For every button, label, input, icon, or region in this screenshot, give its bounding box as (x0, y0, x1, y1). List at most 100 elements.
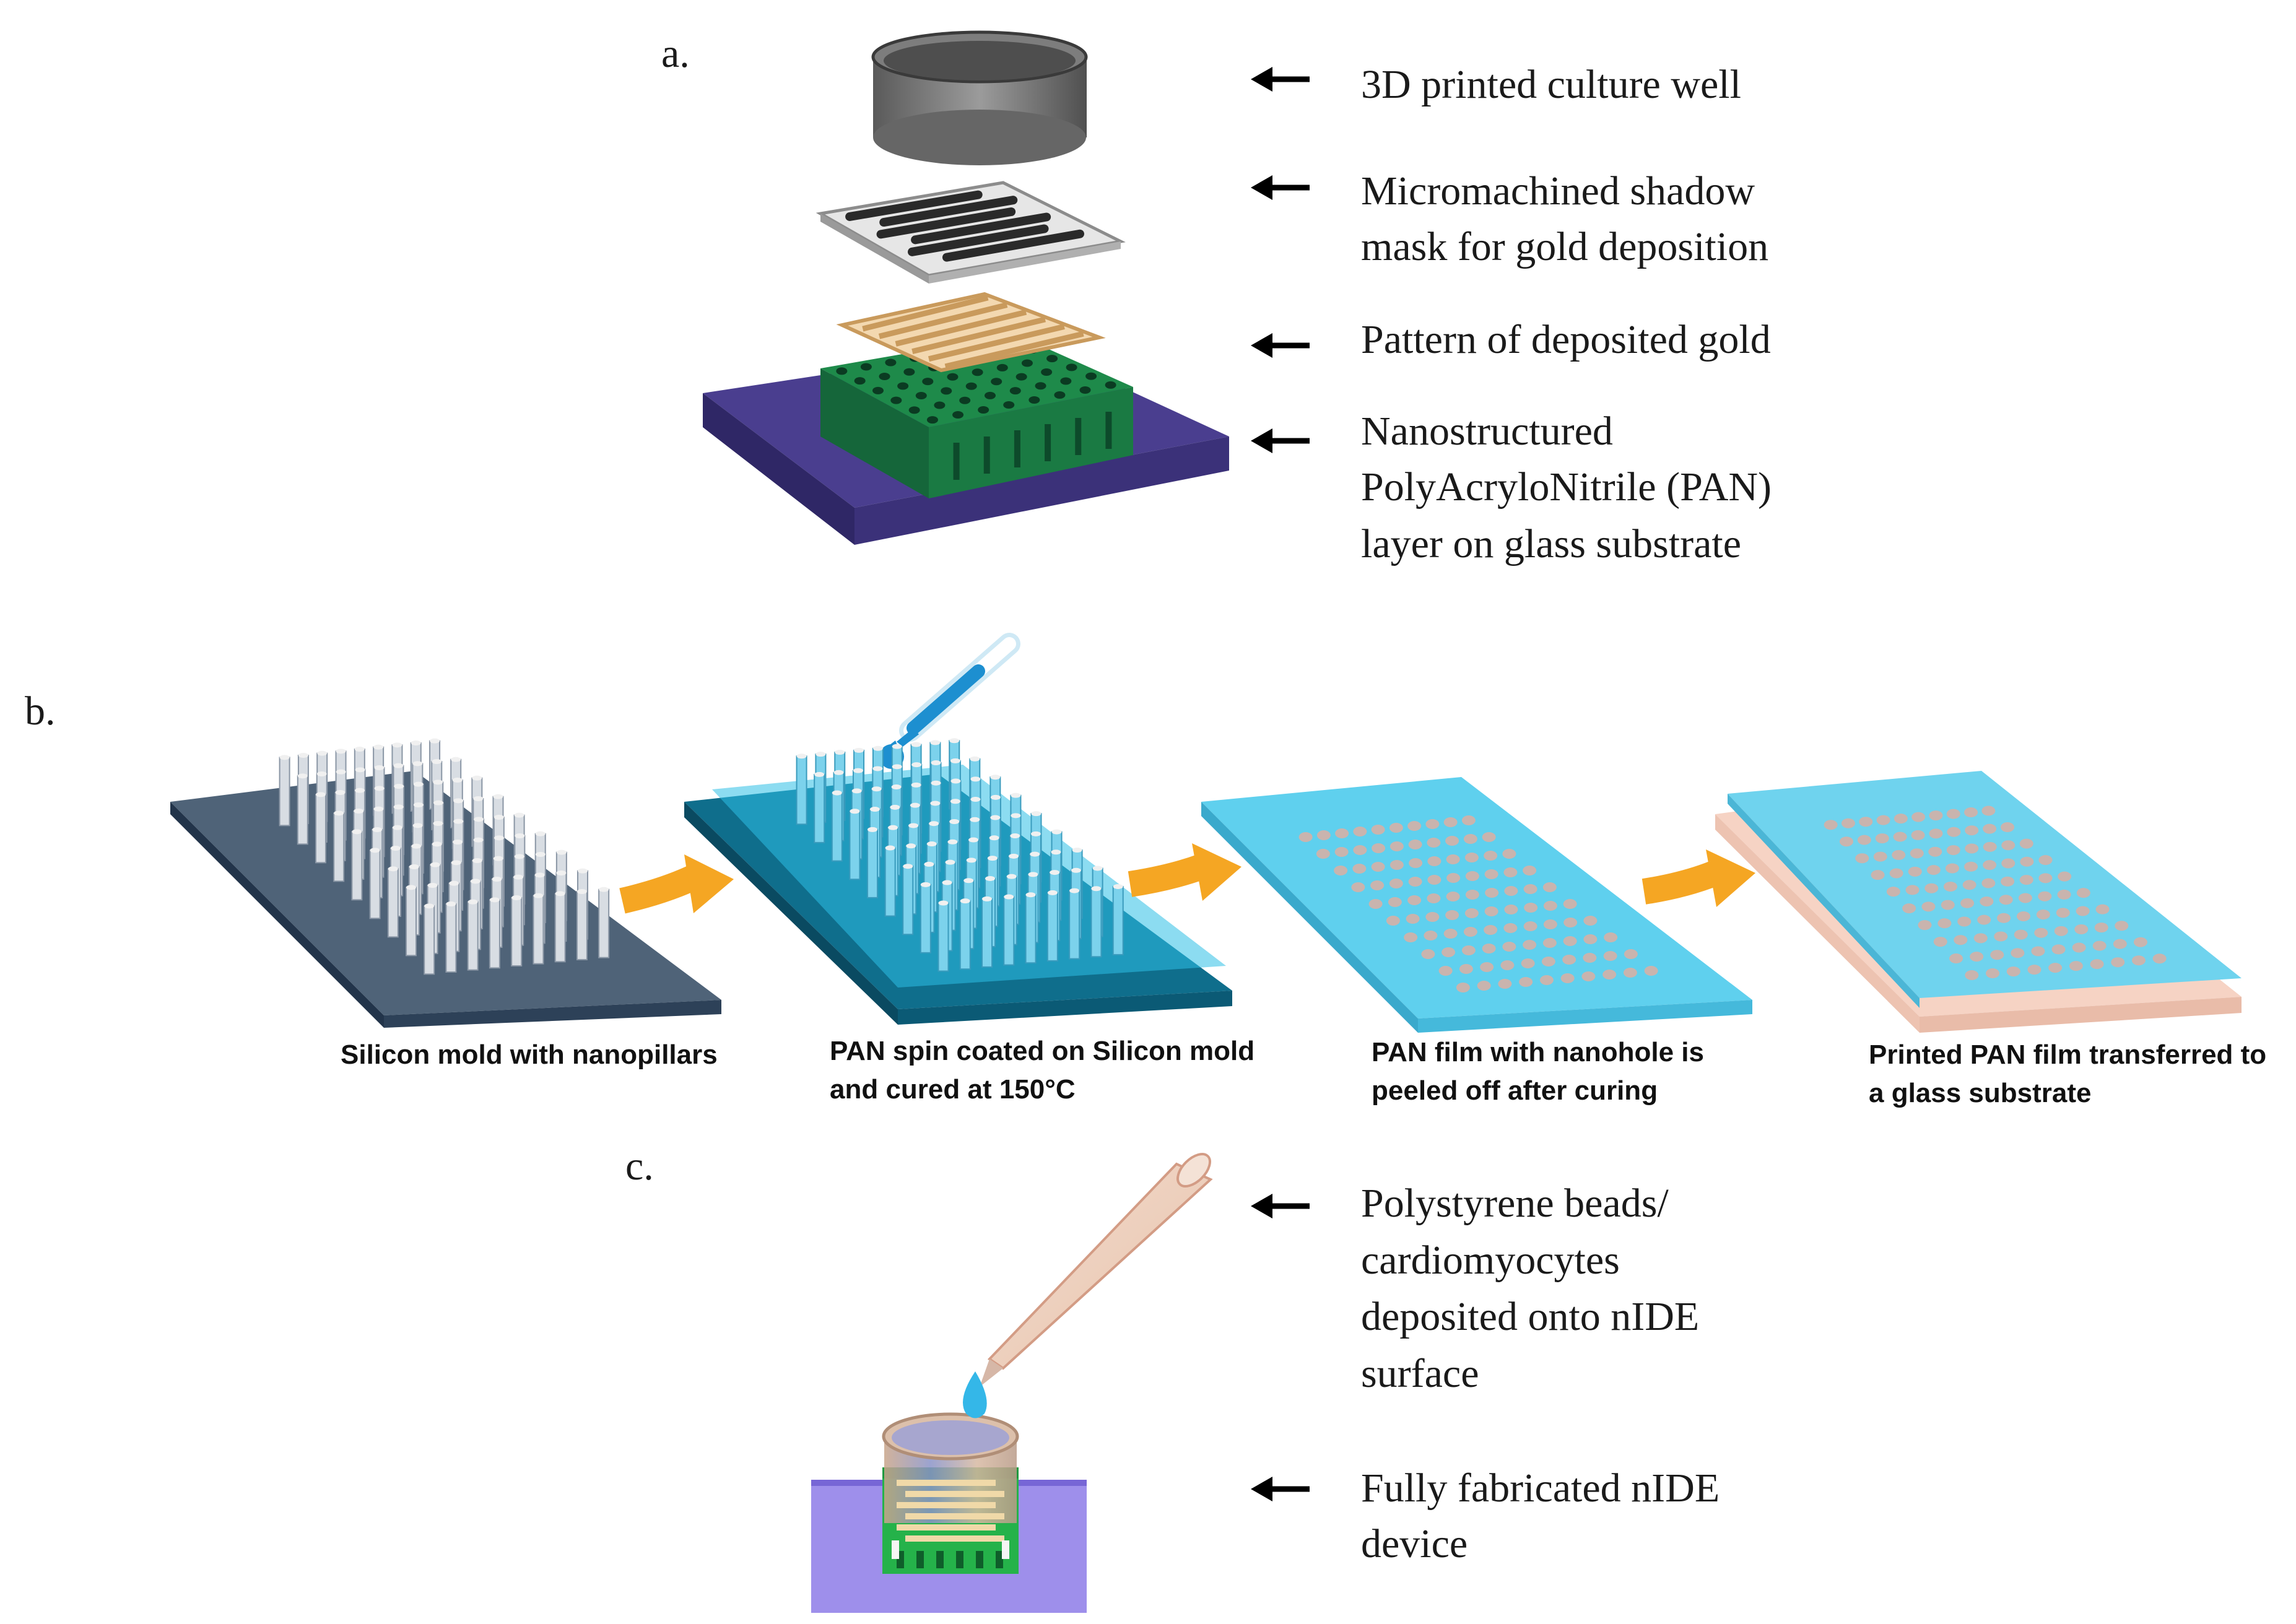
nanohole (1503, 867, 1518, 877)
nanohole (1957, 916, 1972, 927)
nanopillar (279, 757, 290, 827)
nanohole (1539, 975, 1554, 985)
nanopillar (445, 903, 457, 973)
nanohole (936, 1551, 944, 1568)
gold-finger (928, 324, 1065, 362)
nanohole (1484, 851, 1498, 861)
nanohole (996, 363, 1008, 371)
nanopillar (1025, 894, 1037, 964)
nanohole (897, 382, 909, 390)
nanopillar-top (533, 893, 544, 898)
nanohole (1855, 853, 1869, 864)
nanopillar (1069, 890, 1081, 960)
shadow-mask (815, 181, 1126, 284)
nanohole (972, 368, 983, 376)
nanopillar-top (950, 758, 960, 763)
nanohole (2020, 856, 2034, 867)
nanopillar-top (990, 775, 1001, 780)
nanohole (1407, 895, 1422, 905)
step-caption-silicon-mold: Silicon mold with nanopillars (341, 1040, 718, 1070)
nanohole (1983, 860, 1997, 871)
nanopillar-top (1047, 890, 1058, 895)
nanopillar-top (406, 885, 416, 890)
nanopillar-top (452, 778, 463, 783)
nanohole (1408, 840, 1422, 849)
nanopillar-top (872, 745, 883, 751)
nanopillar-top (556, 849, 567, 855)
nanopillar-top (966, 858, 976, 863)
nanohole (1060, 377, 1072, 385)
nanohole (1911, 812, 1926, 822)
nanopillar-top (903, 864, 913, 869)
nanohole (1388, 897, 1402, 907)
nanopillar-top (354, 747, 365, 752)
nanopillar-top (390, 846, 401, 851)
nanopillar-top (1009, 853, 1019, 859)
nanohole (956, 1551, 963, 1568)
nanohole (2001, 822, 2015, 833)
nanohole (1981, 805, 1996, 816)
nanopillar-top (835, 750, 845, 755)
nanohole (1484, 906, 1498, 916)
nanohole (1298, 832, 1313, 842)
nanohole (2076, 888, 2090, 898)
nanopillar-top (424, 903, 435, 909)
nanopillar-top (1050, 870, 1060, 875)
nanopillar-top (392, 825, 402, 830)
nanohole (1041, 368, 1053, 376)
nanohole (2048, 963, 2063, 973)
nanohole (1960, 898, 1975, 908)
nanopillar-top (931, 780, 941, 786)
nanohole (2113, 939, 2127, 949)
nanopillar (1090, 888, 1102, 958)
nanohole (1028, 396, 1040, 404)
nanopillar-top (1025, 892, 1036, 898)
nanopillar-top (372, 827, 383, 832)
nanopillar-top (412, 761, 423, 766)
nanohole (953, 443, 960, 480)
nanohole (1389, 841, 1404, 851)
nanopillar (405, 887, 417, 957)
nanohole (2076, 906, 2090, 916)
nanopillar-top (1031, 811, 1041, 817)
nanopillar-top (449, 880, 459, 886)
nanohole (2001, 858, 2016, 869)
nanopillar-top (489, 897, 500, 903)
nanopillar-top (317, 750, 328, 756)
callout-bead-deposition: Polystyrene beads/ cardiomyocytes deposi… (1361, 1181, 1710, 1396)
nanohole (1937, 918, 1952, 929)
panel-c-label: c. (625, 1144, 654, 1189)
nanohole (1334, 847, 1349, 857)
nanohole (2001, 876, 2015, 887)
nanohole (1054, 391, 1066, 399)
nanohole (1541, 957, 1555, 966)
nanopillar-top (968, 837, 979, 843)
nanopillar-array (796, 738, 1124, 972)
nanohole (1875, 833, 1889, 844)
nanohole (1604, 932, 1618, 942)
nanopillar-top (854, 747, 864, 753)
nanohole (1427, 875, 1442, 885)
nanopillar-top (990, 815, 1001, 820)
nanohole (2006, 966, 2020, 977)
nanopillar (369, 849, 381, 919)
nanopillar-top (908, 823, 919, 828)
nanopillar-top (1069, 888, 1080, 893)
nanopillar-top (931, 760, 941, 766)
nanohole (1581, 971, 1596, 981)
nanopillar-top (451, 757, 461, 762)
nanopillar-top (413, 802, 424, 807)
callout-pan-layer: Nanostructured PolyAcryloNitrile (PAN) l… (1361, 409, 1782, 567)
nanopillar-top (1006, 874, 1017, 879)
nanohole (860, 363, 872, 371)
nanohole (1929, 828, 1943, 839)
pan-film-on-glass (1715, 771, 2242, 1033)
nanohole (1905, 885, 1920, 895)
nanopillar-top (430, 862, 440, 867)
nanopillar-top (409, 864, 419, 869)
nanohole (1035, 382, 1046, 390)
nanohole (1543, 901, 1557, 911)
nanohole (2011, 948, 2025, 958)
nanohole (2058, 871, 2072, 882)
nanohole (1389, 879, 1403, 888)
